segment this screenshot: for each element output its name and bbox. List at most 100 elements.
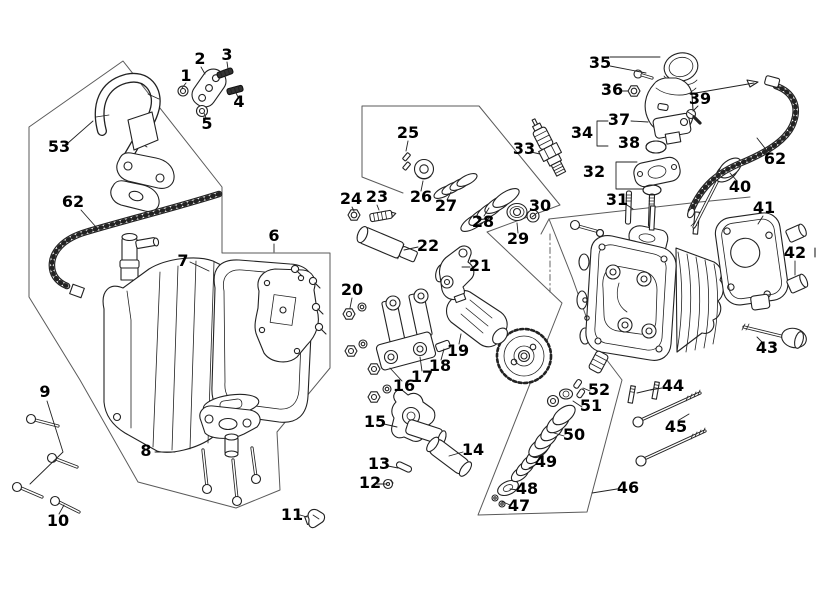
leader-line (299, 514, 308, 518)
part-label-46: 46 (616, 478, 640, 498)
leader-line (591, 488, 618, 494)
part-label-53: 53 (47, 137, 71, 157)
leader-line (623, 202, 634, 210)
label-bracket (615, 161, 644, 190)
leader-line (200, 66, 206, 75)
leader-line (58, 504, 65, 515)
hose-clip (69, 283, 85, 299)
part-label-36: 36 (600, 80, 624, 100)
exhaust-valve-43 (741, 323, 807, 349)
leader-line (405, 140, 409, 152)
leader-line (387, 465, 399, 469)
part-label-23: 23 (365, 187, 389, 207)
part-label-40: 40 (728, 177, 752, 197)
leader-line (756, 336, 764, 344)
part-label-30: 30 (528, 196, 552, 216)
part-label-34: 34 (570, 123, 594, 143)
adjuster-nut-24 (347, 209, 361, 221)
cylinder-head (569, 205, 724, 374)
part-label-3: 3 (221, 45, 233, 65)
valve-cotters-52 (573, 379, 586, 399)
part-label-62R: 62 (763, 149, 787, 169)
rocker-arm-21 (435, 245, 475, 304)
long-bolts-45 (632, 389, 707, 467)
part-label-62L: 62 (61, 192, 85, 212)
spark-plug-boss (588, 350, 609, 374)
flange-bolt-10 (49, 495, 81, 514)
part-label-35: 35 (588, 53, 612, 73)
leader-line (531, 212, 538, 218)
outer-valve-spring-28 (460, 188, 520, 232)
inner-cover-plate-6 (254, 268, 319, 363)
part-label-13: 13 (367, 454, 391, 474)
head-side-bolt (569, 219, 598, 233)
leader-line (448, 451, 464, 457)
label-bracket (29, 400, 64, 485)
part-label-25: 25 (396, 123, 420, 143)
part-label-4: 4 (233, 92, 245, 112)
leader-line (582, 387, 591, 392)
bolt-1 (177, 85, 189, 97)
tappet-cover-parts (199, 393, 261, 458)
part-label-1: 1 (180, 66, 192, 86)
dowel-pins-42 (785, 223, 809, 294)
part-label-47: 47 (507, 496, 531, 516)
leader-line (189, 261, 210, 272)
part-label-20: 20 (340, 280, 364, 300)
leader-line (630, 120, 649, 123)
studs-44 (627, 381, 660, 404)
arrow-head-icon (746, 79, 759, 88)
leader-line (516, 222, 519, 234)
leader-line (446, 191, 452, 201)
part-label-17: 17 (410, 367, 434, 387)
intake-manifold-35 (644, 52, 699, 145)
part-label-10: 10 (46, 511, 70, 531)
leader-line (509, 488, 519, 491)
part-label-32: 32 (582, 162, 606, 182)
leader-line (729, 172, 738, 182)
center-right-group-boundary (361, 105, 751, 516)
part-label-42: 42 (783, 243, 807, 263)
hose-routing-arrow (689, 82, 755, 95)
leader-line (530, 151, 541, 155)
boundary-corner-tick (540, 218, 550, 235)
nut-36 (627, 85, 641, 97)
part-label-9: 9 (39, 382, 51, 402)
leader-line (500, 500, 511, 506)
part-label-14: 14 (461, 440, 485, 460)
part-label-11: 11 (280, 505, 304, 525)
leader-line (181, 82, 187, 89)
part-label-31: 31 (605, 190, 629, 210)
leader-line (458, 333, 462, 345)
part-label-19: 19 (446, 341, 470, 361)
cover-bolts (201, 446, 262, 507)
valve-keepers-25 (402, 152, 411, 171)
leader-line (235, 92, 239, 98)
outer-spring-50 (528, 404, 576, 458)
spring-seat-29 (506, 202, 528, 222)
spark-plug-33 (531, 118, 567, 177)
spring-retainer-26 (413, 158, 435, 180)
part-label-48: 48 (515, 479, 539, 499)
spring-retainer-51 (546, 388, 574, 408)
part-label-5: 5 (201, 114, 213, 134)
part-label-29: 29 (506, 229, 530, 249)
part-label-39: 39 (688, 89, 712, 109)
inner-valve-spring-27 (433, 173, 478, 199)
part-label-22: 22 (416, 236, 440, 256)
clamp-screw-39 (685, 108, 702, 125)
part-label-38: 38 (617, 133, 641, 153)
leader-line (440, 348, 445, 361)
breather-hose-62-left (48, 190, 223, 299)
leader-line (383, 423, 398, 428)
leader-line (692, 105, 699, 112)
adjuster-screw-23 (369, 209, 397, 223)
flange-bolts-9 (11, 413, 79, 499)
stud-3 (216, 67, 234, 79)
part-label-33: 33 (512, 139, 536, 159)
part-label-7: 7 (177, 251, 189, 271)
leader-line (636, 388, 655, 394)
part-label-43: 43 (755, 338, 779, 358)
left-group-boundary (28, 60, 331, 509)
